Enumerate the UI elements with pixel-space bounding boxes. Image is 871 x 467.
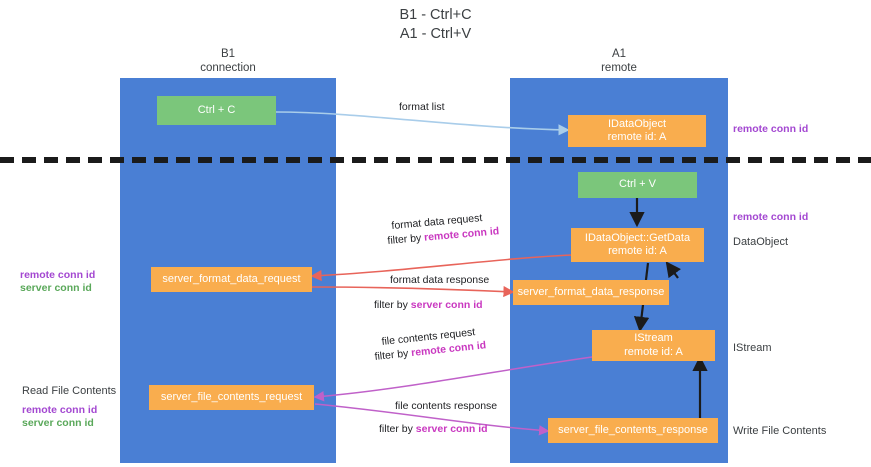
section-divider (0, 157, 871, 163)
node-ctrl-c[interactable]: Ctrl + C (157, 96, 276, 125)
node-idataobject-sub: remote id: A (607, 131, 667, 143)
node-server-format-data-request-label: server_format_data_request (162, 272, 301, 285)
filter-key-server-conn-id: server conn id (415, 423, 488, 435)
title-line-1: B1 - Ctrl+C (399, 7, 472, 23)
title-line-2: A1 - Ctrl+V (399, 26, 472, 42)
node-idataobject-getdata-label: IDataObject::GetData (584, 231, 691, 244)
edge-label-format-list: format list (399, 101, 445, 113)
edge-label-file-contents-response: file contents response (395, 400, 498, 412)
node-ctrl-v-label: Ctrl + V (619, 178, 656, 191)
annotation-left-server-conn-id-2: server conn id (22, 417, 94, 429)
annotation-left-remote-conn-id: remote conn id (20, 269, 96, 281)
filter-prefix: filter by (374, 299, 411, 311)
node-server-file-contents-request-label: server_file_contents_request (160, 390, 303, 403)
node-server-file-contents-request[interactable]: server_file_contents_request (149, 385, 314, 410)
node-idataobject-label: IDataObject (607, 117, 667, 130)
edge-label-format-data-response-filter: filter by server conn id (374, 299, 483, 312)
node-server-format-data-response-label: server_format_data_response (517, 285, 665, 298)
filter-prefix: filter by (387, 231, 425, 247)
filter-key-server-conn-id: server conn id (410, 299, 483, 311)
annotation-left-server-conn-id: server conn id (20, 282, 92, 294)
column-header-a1: A1 remote (509, 47, 729, 75)
edge-label-format-data-response: format data response (390, 274, 490, 286)
column-header-a1-subtitle: remote (601, 62, 637, 74)
filter-prefix: filter by (374, 347, 412, 363)
annotation-right-dataobject: DataObject (733, 236, 789, 248)
node-ctrl-v[interactable]: Ctrl + V (578, 172, 697, 198)
annotation-right-write-file-contents: Write File Contents (733, 425, 827, 437)
node-idataobject-getdata[interactable]: IDataObject::GetData remote id: A (571, 228, 704, 262)
annotation-left-read-file-contents: Read File Contents (22, 385, 117, 397)
node-server-format-data-response[interactable]: server_format_data_response (513, 280, 669, 305)
node-istream[interactable]: IStream remote id: A (592, 330, 715, 361)
annotation-left-remote-conn-id-2: remote conn id (22, 404, 98, 416)
page-title: B1 - Ctrl+C A1 - Ctrl+V (0, 6, 871, 44)
node-istream-label: IStream (634, 332, 673, 344)
node-server-file-contents-response[interactable]: server_file_contents_response (548, 418, 718, 443)
edge-format-data-response (311, 285, 515, 298)
edge-label-file-contents-response-filter: filter by server conn id (379, 423, 488, 436)
column-header-b1-name: B1 (220, 48, 236, 60)
annotation-right-remote-conn-id-top: remote conn id (733, 123, 809, 135)
column-header-b1-subtitle: connection (200, 62, 256, 74)
node-idataobject-getdata-sub: remote id: A (608, 245, 667, 257)
column-header-a1-name: A1 (611, 48, 627, 60)
node-server-file-contents-response-label: server_file_contents_response (558, 423, 708, 436)
column-header-b1: B1 connection (118, 47, 338, 75)
node-server-format-data-request[interactable]: server_format_data_request (151, 267, 312, 292)
node-ctrl-c-label: Ctrl + C (197, 103, 236, 116)
node-istream-sub: remote id: A (624, 345, 683, 358)
annotation-right-remote-conn-id-mid: remote conn id (733, 211, 809, 223)
node-idataobject[interactable]: IDataObject remote id: A (568, 115, 706, 147)
filter-prefix: filter by (379, 423, 416, 435)
annotation-right-istream: IStream (733, 342, 772, 354)
